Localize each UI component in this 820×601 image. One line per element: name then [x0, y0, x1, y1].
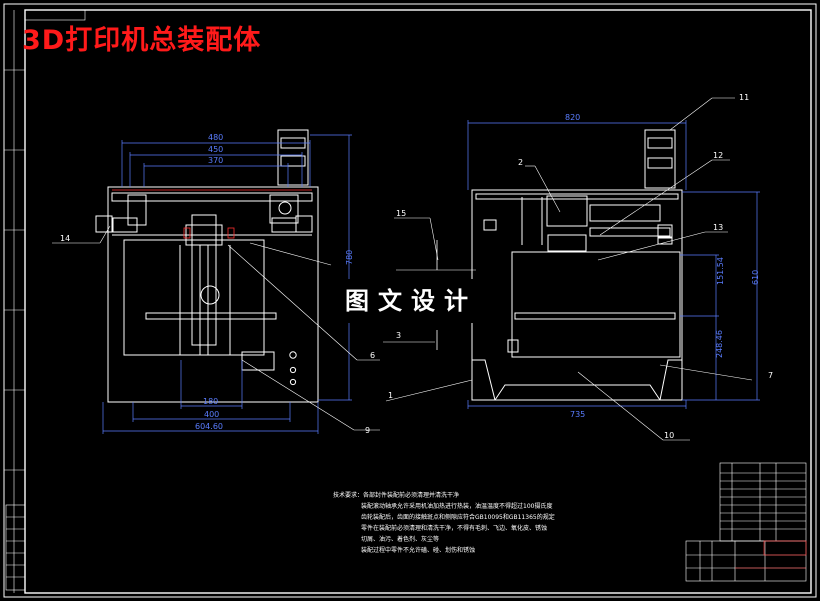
part-label-3: 3: [396, 331, 401, 340]
title-block: [685, 462, 807, 582]
part-label-12: 11: [739, 93, 749, 102]
notes-heading: 技术要求：各部封件装配前必须清理并清洗干净: [333, 492, 460, 499]
dim-735: 735: [570, 410, 585, 419]
front-view: [95, 129, 319, 403]
side-view: [471, 129, 683, 401]
sheet-outer-border: [3, 3, 817, 598]
dim-610: 610: [751, 270, 760, 285]
dim-400: 400: [204, 410, 219, 419]
front-dimensions: [102, 134, 352, 434]
notes-line-4: 切屑、油污、着色剂、灰尘等: [361, 536, 440, 543]
dim-820: 820: [565, 113, 580, 122]
notes-line-2: 齿轮装配后，齿面的接触斑点和侧隙应符合GB10095和GB11365的规定: [361, 514, 555, 521]
dim-151: 151.54: [716, 257, 725, 285]
dim-248: 248.46: [715, 330, 724, 358]
dim-370: 370: [208, 156, 223, 165]
dim-480: 480: [208, 133, 223, 142]
left-ruler: [4, 10, 25, 593]
dim-604: 604.60: [195, 422, 223, 431]
part-label-7: 7: [768, 371, 773, 380]
notes-line-0: 各部封件装配前必须清理并清洗干净: [363, 492, 460, 499]
leader-lines: [52, 97, 753, 441]
revision-box: [5, 504, 26, 591]
part-labels: 14 15 1 2 3 6 7 9 10 11 12 13: [60, 93, 773, 440]
sheet-inner-border: [24, 9, 812, 594]
dimension-texts: 480 450 370 780 180 400 604.60 820 610 1…: [195, 113, 760, 431]
filament-spool-front: [277, 129, 309, 186]
drawing-title: 3D打印机总装配体: [22, 25, 262, 56]
part-label-14: 13: [713, 223, 723, 232]
part-label-10: 14: [60, 234, 70, 243]
title-block-red: [735, 540, 807, 569]
dim-180: 180: [203, 397, 218, 406]
dim-780: 780: [345, 250, 354, 265]
part-label-9: 9: [365, 426, 370, 435]
dim-450: 450: [208, 145, 223, 154]
part-label-13: 12: [713, 151, 723, 160]
part-label-6: 6: [370, 351, 375, 360]
top-stamp: [24, 9, 86, 21]
side-dimensions: [467, 120, 760, 409]
part-label-11: 10: [664, 431, 674, 440]
notes-line-1: 装配滚动轴承允许采用机油加热进行热装，油温温度不得超过100摄氏度: [361, 503, 553, 510]
part-label-1: 1: [388, 391, 393, 400]
front-frame: [107, 186, 319, 403]
notes-line-5: 装配过程中零件不允许磕、碰、划伤和锈蚀: [361, 547, 476, 554]
filament-spool-side: [644, 129, 676, 189]
part-label-2: 2: [518, 158, 523, 167]
technical-notes: 技术要求：各部封件装配前必须清理并清洗干净 装配滚动轴承允许采用机油加热进行热装…: [333, 490, 555, 556]
front-hidden-lines: [112, 189, 312, 239]
part-label-15: 15: [396, 209, 406, 218]
watermark: 图文设计: [322, 279, 500, 323]
notes-line-3: 零件在装配前必须清理和清洗干净，不得有毛刺、飞边、氧化皮、锈蚀: [361, 525, 548, 532]
